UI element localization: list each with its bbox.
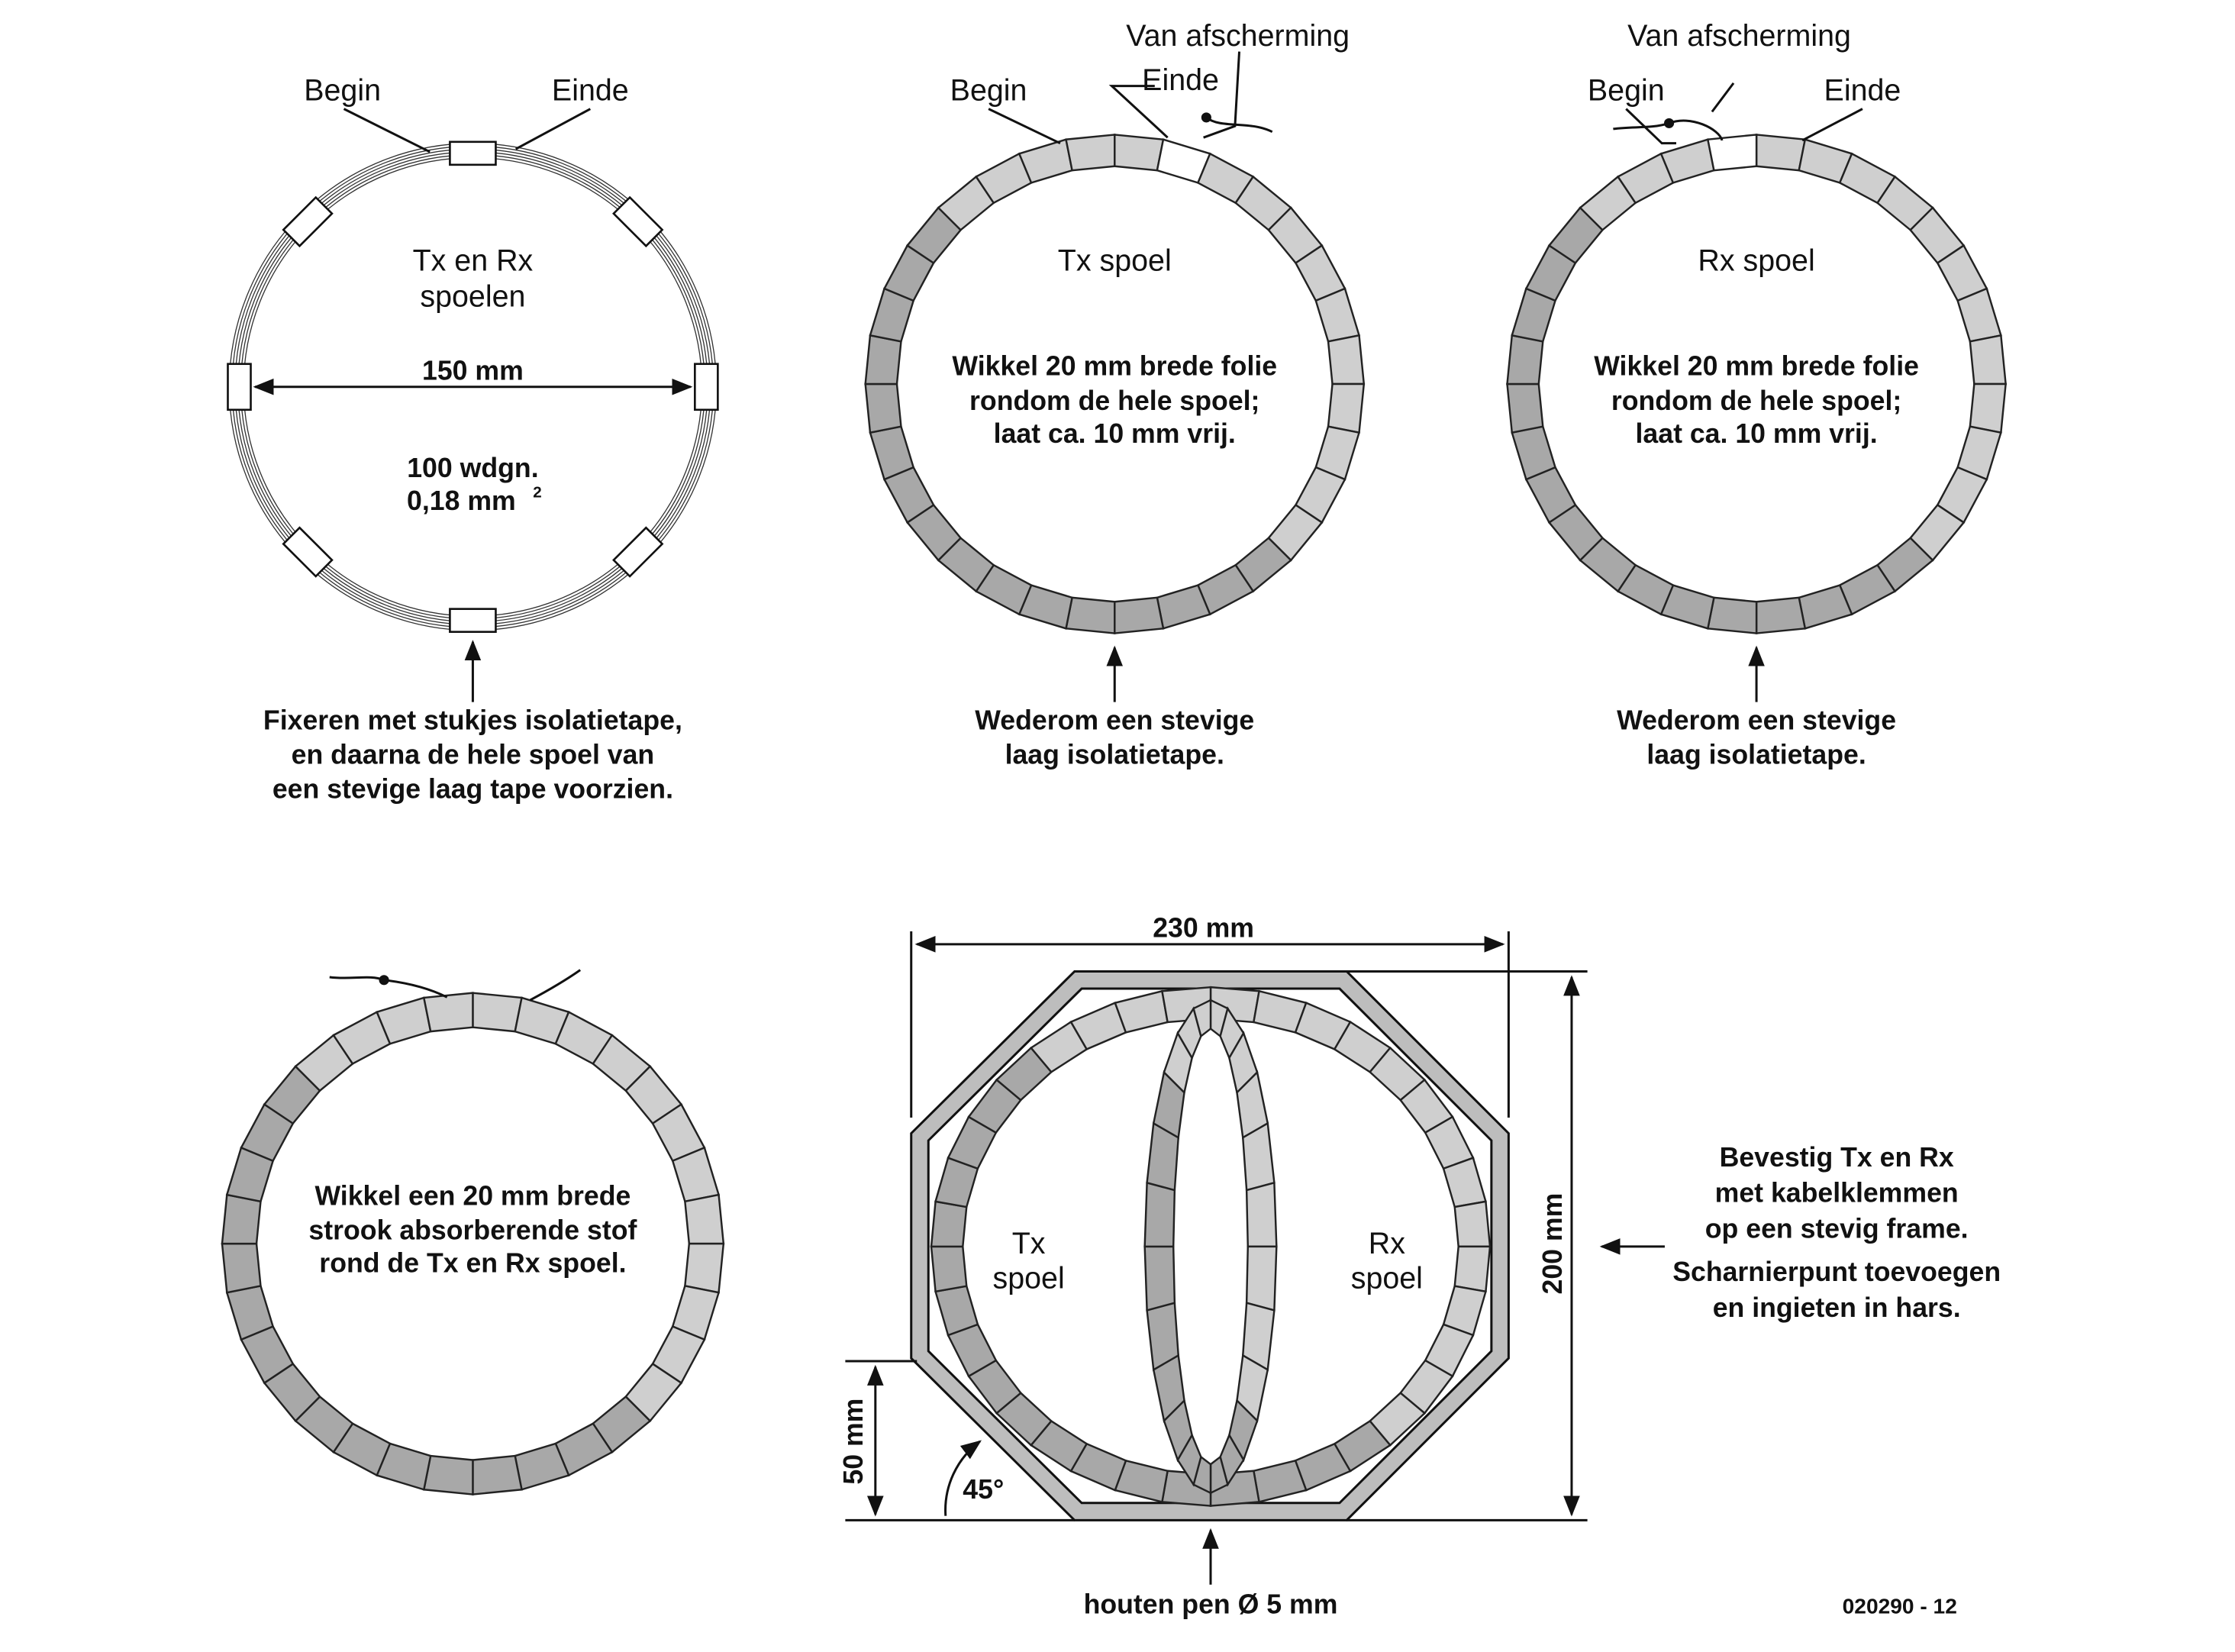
- shield-label: Van afscherming: [1627, 19, 1851, 53]
- ring-segment: [1969, 382, 2007, 434]
- rx-coil: Van afscherming Begin Einde Rx spoel Wik…: [1506, 19, 2007, 770]
- note-line: en ingieten in hars.: [1713, 1292, 1961, 1323]
- note-line: Scharnierpunt toevoegen: [1672, 1257, 2001, 1287]
- end-label: Einde: [1824, 73, 1901, 107]
- wire-label: 0,18 mm: [407, 486, 516, 516]
- tape-strip: [282, 526, 334, 578]
- wire-superscript: 2: [533, 483, 541, 501]
- octagon-frame: [910, 970, 1510, 1521]
- pin-label: houten pen Ø 5 mm: [1084, 1589, 1338, 1619]
- tape-strip: [449, 140, 497, 166]
- note-line: Wederom een stevige: [1617, 705, 1896, 735]
- body-line: Wikkel 20 mm brede folie: [952, 351, 1277, 382]
- coil-title: spoelen: [420, 280, 525, 314]
- ring-segment: [1453, 1245, 1492, 1293]
- body-line: Wikkel een 20 mm brede: [314, 1180, 631, 1211]
- ring-segment: [221, 1242, 262, 1294]
- ring-segment: [684, 1242, 725, 1294]
- note-line: laag isolatietape.: [1005, 739, 1224, 770]
- ring-segment: [1327, 382, 1366, 434]
- ring-segment: [1065, 134, 1116, 172]
- coil-title: Tx spoel: [1058, 244, 1172, 278]
- ring-segment: [221, 1193, 262, 1245]
- shield-label: Van afscherming: [1126, 19, 1350, 53]
- body-line: Wikkel 20 mm brede folie: [1594, 351, 1919, 382]
- tx-label: Tx: [1012, 1227, 1046, 1260]
- ring-segment: [930, 1200, 968, 1248]
- ring-segment: [422, 992, 474, 1033]
- ring-segment: [864, 334, 902, 386]
- end-label: Einde: [552, 73, 629, 107]
- note-line: laag isolatietape.: [1646, 739, 1866, 770]
- ring-segment: [1245, 1181, 1278, 1248]
- tape-strip: [694, 363, 719, 411]
- width-label: 230 mm: [1153, 912, 1254, 943]
- begin-label: Begin: [1588, 73, 1665, 107]
- ring-segment: [1453, 1200, 1492, 1248]
- ring-segment: [1143, 1245, 1176, 1312]
- turns-label: 100 wdgn.: [407, 453, 538, 483]
- tape-strip: [282, 195, 334, 248]
- note-line: met kabelklemmen: [1715, 1178, 1959, 1208]
- end-label: Einde: [1142, 63, 1219, 97]
- angle-arc: [944, 1440, 982, 1516]
- ring-segment: [1327, 334, 1366, 386]
- note-line: op een stevig frame.: [1705, 1214, 1969, 1244]
- figure-id: 020290 - 12: [1843, 1594, 1957, 1618]
- cloth-wrapped-coil: Wikkel een 20 mm brede strook absorberen…: [221, 969, 725, 1496]
- ring-segment: [1706, 596, 1758, 634]
- ring-segment: [472, 1454, 523, 1496]
- ring-segment: [864, 382, 902, 434]
- ring-segment: [1506, 382, 1544, 434]
- rx-label: Rx: [1369, 1227, 1405, 1260]
- coil-title: Tx en Rx: [413, 244, 534, 278]
- tx-coil: Van afscherming Begin Einde Tx spoel Wik…: [864, 19, 1366, 770]
- ring-segment: [1755, 134, 1807, 172]
- ring-segment: [684, 1193, 725, 1245]
- ring-segment: [1114, 989, 1169, 1034]
- tape-strip: [612, 195, 664, 248]
- ring-segment: [1969, 334, 2007, 386]
- tx-label: spoel: [993, 1261, 1065, 1295]
- rx-label: spoel: [1351, 1261, 1423, 1295]
- side-label: 50 mm: [838, 1399, 869, 1485]
- ring-segment: [1065, 596, 1116, 634]
- height-label: 200 mm: [1537, 1193, 1568, 1295]
- ring-segment: [1114, 596, 1165, 634]
- ring-segment: [930, 1245, 968, 1293]
- tape-strip: [449, 608, 497, 634]
- note-line: Fixeren met stukjes isolatietape,: [263, 705, 682, 735]
- diameter-label: 150 mm: [422, 355, 524, 386]
- tape-strip: [612, 526, 664, 578]
- coil-title: Rx spoel: [1698, 244, 1814, 278]
- body-line: strook absorberende stof: [308, 1215, 637, 1245]
- ring-segment: [1192, 999, 1212, 1038]
- ring-segment: [1143, 1181, 1176, 1248]
- body-line: rond de Tx en Rx spoel.: [319, 1248, 626, 1279]
- ring-segment: [472, 992, 523, 1033]
- coil-a-wire-coil: Begin Einde Tx en Rx spoelen 150 mm 100 …: [227, 73, 719, 804]
- note-line: Bevestig Tx en Rx: [1720, 1142, 1954, 1173]
- body-line: rondom de hele spoel;: [1611, 386, 1901, 416]
- note-line: en daarna de hele spoel van: [292, 739, 655, 770]
- body-line: rondom de hele spoel;: [969, 386, 1259, 416]
- ring-segment: [1252, 1459, 1308, 1503]
- ring-segment: [1245, 1245, 1278, 1312]
- body-line: laat ca. 10 mm vrij.: [1636, 418, 1878, 449]
- ring-segment: [422, 1454, 474, 1496]
- ring-segment: [1114, 134, 1165, 172]
- body-line: laat ca. 10 mm vrij.: [994, 418, 1236, 449]
- begin-label: Begin: [950, 73, 1027, 107]
- begin-label: Begin: [304, 73, 381, 107]
- ring-segment: [1755, 596, 1807, 634]
- angle-label: 45°: [963, 1474, 1004, 1505]
- ring-segment: [1706, 134, 1758, 172]
- note-line: een stevige laag tape voorzien.: [273, 773, 673, 804]
- frame-assembly: 230 mm 200 mm 50 mm 45° Tx spoel Rx spoe…: [838, 912, 2001, 1619]
- note-line: Wederom een stevige: [975, 705, 1254, 735]
- ring-segment: [1506, 334, 1544, 386]
- tape-strip: [227, 363, 252, 411]
